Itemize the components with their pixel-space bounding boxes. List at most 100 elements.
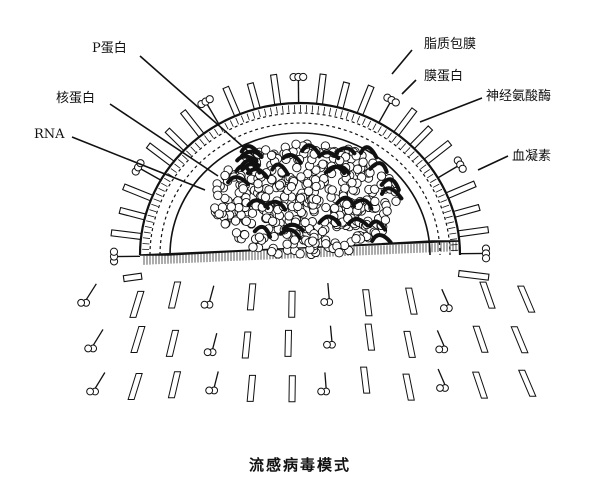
- neuraminidase-head: [435, 345, 444, 354]
- hemagglutinin-spike: [246, 283, 257, 311]
- rna-coil: [279, 227, 302, 241]
- neuraminidase-stalk: [208, 285, 215, 302]
- envelope-hatch: [416, 159, 423, 165]
- core-bead: [247, 208, 258, 218]
- envelope-hatch: [143, 231, 151, 234]
- core-bead: [358, 157, 368, 167]
- core-bead: [230, 216, 241, 226]
- neuraminidase-head: [77, 298, 86, 307]
- envelope-outer-edge: [138, 101, 462, 256]
- envelope-hatch: [449, 232, 457, 235]
- envelope-hatch: [409, 151, 415, 157]
- neuraminidase-stalk: [211, 333, 218, 350]
- core-bead: [231, 228, 242, 238]
- rna-coil: [379, 177, 401, 192]
- envelope-hatch: [362, 118, 366, 125]
- envelope-hatch: [432, 183, 440, 188]
- leader-lipid-envelope: [391, 49, 413, 75]
- hemagglutinin-spike: [517, 369, 537, 397]
- envelope-hatch: [153, 198, 161, 202]
- envelope-hatch: [178, 159, 184, 165]
- envelope-hatch: [323, 106, 326, 114]
- rna-coil: [246, 198, 270, 211]
- envelope-hatch: [181, 154, 188, 160]
- label-hemagglutinin: 血凝素: [512, 148, 551, 164]
- leader-rna: [71, 136, 206, 191]
- rna-coil: [379, 186, 404, 201]
- neuraminidase-head: [203, 348, 212, 357]
- neuraminidase-stalk: [137, 166, 162, 181]
- neuraminidase-stalk: [329, 325, 333, 342]
- core-bead: [311, 181, 321, 192]
- core-bead: [291, 139, 301, 149]
- envelope-hatch: [190, 146, 196, 153]
- core-bead: [347, 178, 357, 188]
- label-neuraminidase: 神经氨酸酶: [486, 88, 551, 104]
- envelope-hatch: [174, 163, 181, 169]
- neuraminidase-head: [439, 304, 448, 313]
- hemagglutinin-spike: [362, 289, 373, 317]
- envelope-hatch: [420, 164, 427, 170]
- neuraminidase-head: [317, 387, 326, 396]
- core-bead: [260, 192, 271, 202]
- label-nucleoprotein: 核蛋白: [56, 90, 95, 106]
- neuraminidase-stalk: [441, 288, 450, 306]
- leader-nucleoprotein: [109, 103, 219, 177]
- core-bead: [308, 236, 318, 246]
- envelope-hatch: [142, 243, 150, 245]
- core-bead: [226, 202, 236, 212]
- core-bead: [376, 171, 387, 181]
- neuraminidase-stalk: [94, 372, 106, 389]
- envelope-hatch: [400, 143, 407, 149]
- envelope-hatch: [328, 107, 332, 115]
- hemagglutinin-spike: [364, 323, 376, 351]
- core-bead: [220, 170, 230, 181]
- hemagglutinin-spike: [516, 285, 536, 313]
- core-bead: [213, 190, 223, 200]
- core-bead: [284, 211, 294, 221]
- rna-coil: [326, 164, 351, 176]
- neuraminidase-head: [84, 344, 93, 353]
- envelope-hatch: [311, 105, 314, 113]
- label-p-protein: P蛋白: [92, 40, 127, 56]
- envelope-hatch: [334, 108, 338, 116]
- core-bead: [214, 209, 224, 219]
- hemagglutinin-spike: [472, 325, 489, 353]
- envelope-hatch: [144, 225, 152, 229]
- hemagglutinin-spike: [127, 372, 143, 400]
- rna-coil: [335, 195, 357, 209]
- envelope-hatch: [170, 168, 177, 173]
- rna-coil: [346, 217, 370, 228]
- neuraminidase-head: [481, 254, 491, 263]
- core-bead: [248, 242, 258, 252]
- hemagglutinin-spike: [284, 329, 293, 357]
- envelope-hatch: [155, 193, 163, 197]
- leader-hemagglutinin: [477, 155, 509, 171]
- neuraminidase-stalk: [204, 101, 220, 125]
- neuraminidase-stalk: [85, 283, 97, 301]
- core-bead: [302, 178, 313, 188]
- envelope-hatch: [204, 135, 210, 142]
- rna-coil: [240, 162, 262, 175]
- envelope-hatch: [147, 214, 155, 218]
- envelope-hatch: [158, 187, 165, 192]
- rna-coil: [281, 222, 305, 233]
- hemagglutinin-spike: [130, 325, 146, 353]
- leader-lines: [71, 49, 509, 191]
- envelope-hatch: [387, 132, 392, 139]
- rna-coil: [368, 161, 389, 174]
- core-bead: [266, 150, 277, 161]
- core-bead: [264, 185, 274, 195]
- rna-coil: [240, 158, 261, 168]
- envelope-hatch: [426, 173, 434, 179]
- rna-coil: [368, 219, 387, 232]
- core-bead: [261, 145, 271, 155]
- rna-coil: [317, 150, 341, 161]
- hemagglutinin-spike: [241, 331, 252, 359]
- neuraminidase-head: [109, 247, 119, 256]
- core-bead: [380, 215, 391, 225]
- envelope-hatch: [423, 169, 430, 174]
- core-bead: [340, 183, 350, 193]
- rna-coil: [281, 152, 303, 165]
